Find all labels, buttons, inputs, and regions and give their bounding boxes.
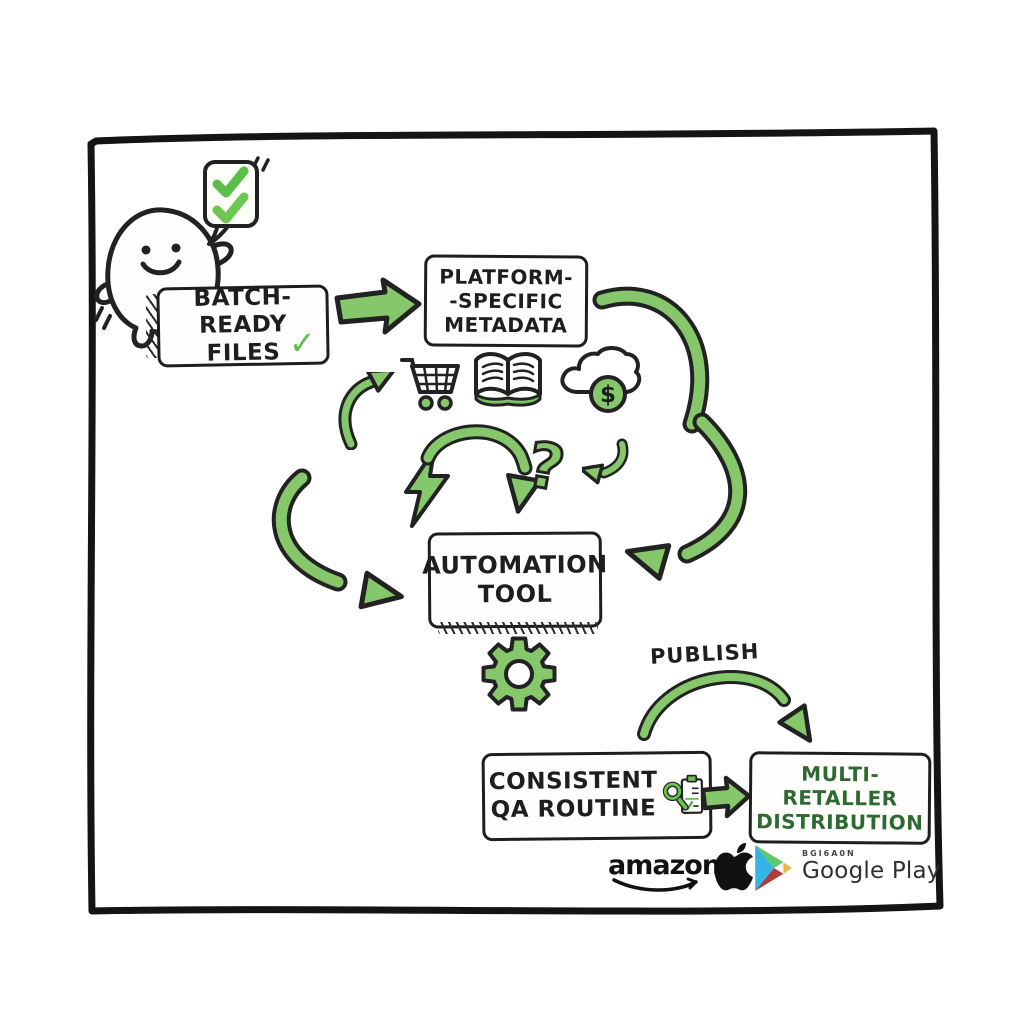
box-label: METADATA	[444, 312, 568, 338]
curved-arrow-big-left	[271, 468, 404, 610]
box-label: QA ROUTINE	[490, 795, 657, 824]
check-icon	[212, 166, 249, 198]
qa-checklist-magnifier-icon	[662, 774, 703, 814]
google-play-logo	[755, 845, 792, 891]
shopping-cart-icon	[400, 358, 460, 411]
curved-arrow-up-icon	[338, 372, 397, 450]
box-label: FILES	[206, 339, 281, 367]
mascot-eye	[171, 243, 181, 253]
box-label: TOOL	[477, 579, 553, 609]
mascot-eye	[141, 245, 151, 255]
box-label: -SPECIFIC	[449, 288, 563, 314]
box-shadow-hatch	[438, 622, 598, 634]
mascot-smile	[140, 259, 182, 276]
curved-arc	[592, 286, 710, 434]
google-play-tagline: BGI6A0N	[802, 849, 856, 858]
curved-arrow-left-icon	[582, 438, 629, 485]
batch-ready-files-box: BATCH-READY FILES ✓	[156, 284, 330, 368]
box-label: DISTRIBUTION	[756, 809, 924, 835]
publish-arrow	[637, 670, 813, 743]
dollar-sign: $	[600, 382, 616, 408]
box-label: PLATFORM-	[439, 264, 574, 290]
amazon-wordmark: amazon	[608, 850, 721, 881]
lightning-bolt-icon	[404, 450, 450, 528]
platform-metadata-box: PLATFORM- -SPECIFIC METADATA	[423, 254, 589, 348]
apple-logo	[714, 843, 753, 891]
amazon-logo: amazon	[608, 850, 721, 895]
check-icon	[212, 192, 249, 224]
box-label: MULTI-RETALLER	[782, 761, 898, 811]
box-label: CONSISTENT	[488, 767, 658, 796]
arrow-right-icon	[334, 277, 422, 335]
box-label: AUTOMATION	[422, 550, 608, 580]
arrow-right-icon	[701, 775, 752, 819]
curved-arrow-down-icon	[420, 424, 543, 514]
automation-tool-box: AUTOMATION TOOL	[422, 531, 608, 629]
curved-arrow-big-right	[624, 412, 748, 581]
google-play-text: Google Play	[802, 858, 941, 884]
check-icon: ✓	[288, 323, 317, 362]
gear-icon	[481, 636, 557, 712]
motion-ticks	[94, 306, 112, 330]
qa-routine-box: CONSISTENT QA ROUTINE	[481, 750, 713, 842]
open-book-icon	[474, 352, 542, 407]
google-play-wordmark: BGI6A0N Google Play	[802, 849, 941, 884]
amazon-smile-arrow	[612, 877, 698, 892]
distribution-box: MULTI-RETALLER DISTRIBUTION	[748, 751, 932, 845]
cloud-dollar-icon: $	[560, 346, 642, 413]
speech-bubble	[203, 156, 270, 246]
